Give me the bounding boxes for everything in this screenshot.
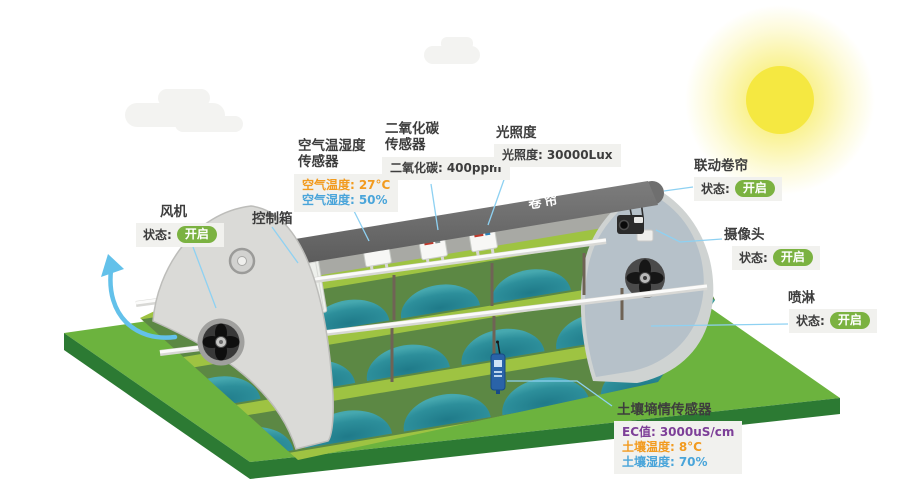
airflow-arrow-icon [101,254,178,340]
leader-lines [192,173,789,407]
fan-status-label: 状态: [143,228,172,242]
roof-roller-blind: 卷帘 [234,181,664,273]
linked-blind-title: 联动卷帘 [694,158,748,174]
co2-sensor-callout: 二氧化碳 传感器 二氧化碳:400ppm [382,121,510,180]
spray-title: 喷淋 [788,290,815,306]
soil-sensor-callout: 土壤墒情传感器 EC值:3000uS/cm 土壤温度:8°C 土壤湿度:70% [614,402,743,474]
camera-status-row: 状态: 开启 [732,246,820,270]
light-row: 光照度:30000Lux [502,148,613,162]
fan-callout: 风机 状态: 开启 [136,204,224,247]
control-box-title: 控制箱 [252,211,293,227]
fan-icon [197,318,245,366]
co2-sensor-title: 二氧化碳 传感器 [385,121,439,153]
linked-blind-callout: 联动卷帘 状态: 开启 [694,158,782,201]
linked-blind-status-badge[interactable]: 开启 [734,180,775,197]
camera-icon [617,198,654,242]
camera-status-badge[interactable]: 开启 [772,249,813,266]
fan-status-row: 状态: 开启 [136,223,224,247]
light-sensor-values: 光照度:30000Lux [494,144,621,167]
cloud-icon-right [424,37,480,64]
soil-humidity-row: 土壤湿度:70% [622,455,708,469]
light-sensor-title: 光照度 [496,125,537,141]
spray-status-row: 状态: 开启 [789,309,877,333]
spray-status-label: 状态: [796,314,825,328]
soil-sensor-title: 土壤墒情传感器 [617,402,712,418]
linked-blind-status-row: 状态: 开启 [694,177,782,201]
air-sensor-values: 空气温度:27°C 空气湿度:50% [294,174,399,212]
light-sensor-callout: 光照度 光照度:30000Lux [494,125,621,167]
spray-callout: 喷淋 状态: 开启 [786,290,877,333]
soil-sensor-values: EC值:3000uS/cm 土壤温度:8°C 土壤湿度:70% [614,421,743,474]
sun-icon [746,66,814,134]
control-box-callout: 控制箱 [252,211,293,230]
air-sensor-title: 空气温湿度 传感器 [298,138,366,170]
cloud-icon-left [125,89,243,132]
air-sensor-callout: 空气温湿度 传感器 空气温度:27°C 空气湿度:50% [294,138,399,212]
soil-sensor-device [490,340,506,394]
soil-ec-row: EC值:3000uS/cm [622,425,735,439]
spray-status-badge[interactable]: 开启 [829,312,870,329]
soil-temperature-row: 土壤温度:8°C [622,440,702,454]
fan-title: 风机 [160,204,187,220]
air-humidity-row: 空气湿度:50% [302,193,388,207]
co2-sensor-values: 二氧化碳:400ppm [382,157,510,180]
roof-blind-text: 卷帘 [527,192,561,213]
blind-roll-icon [228,247,256,275]
camera-title: 摄像头 [724,227,765,243]
co2-row: 二氧化碳:400ppm [390,161,502,175]
fan-status-badge[interactable]: 开启 [176,226,217,243]
camera-status-label: 状态: [739,251,768,265]
camera-callout: 摄像头 状态: 开启 [722,227,820,270]
linked-blind-status-label: 状态: [701,182,730,196]
air-temperature-row: 空气温度:27°C [302,178,391,192]
